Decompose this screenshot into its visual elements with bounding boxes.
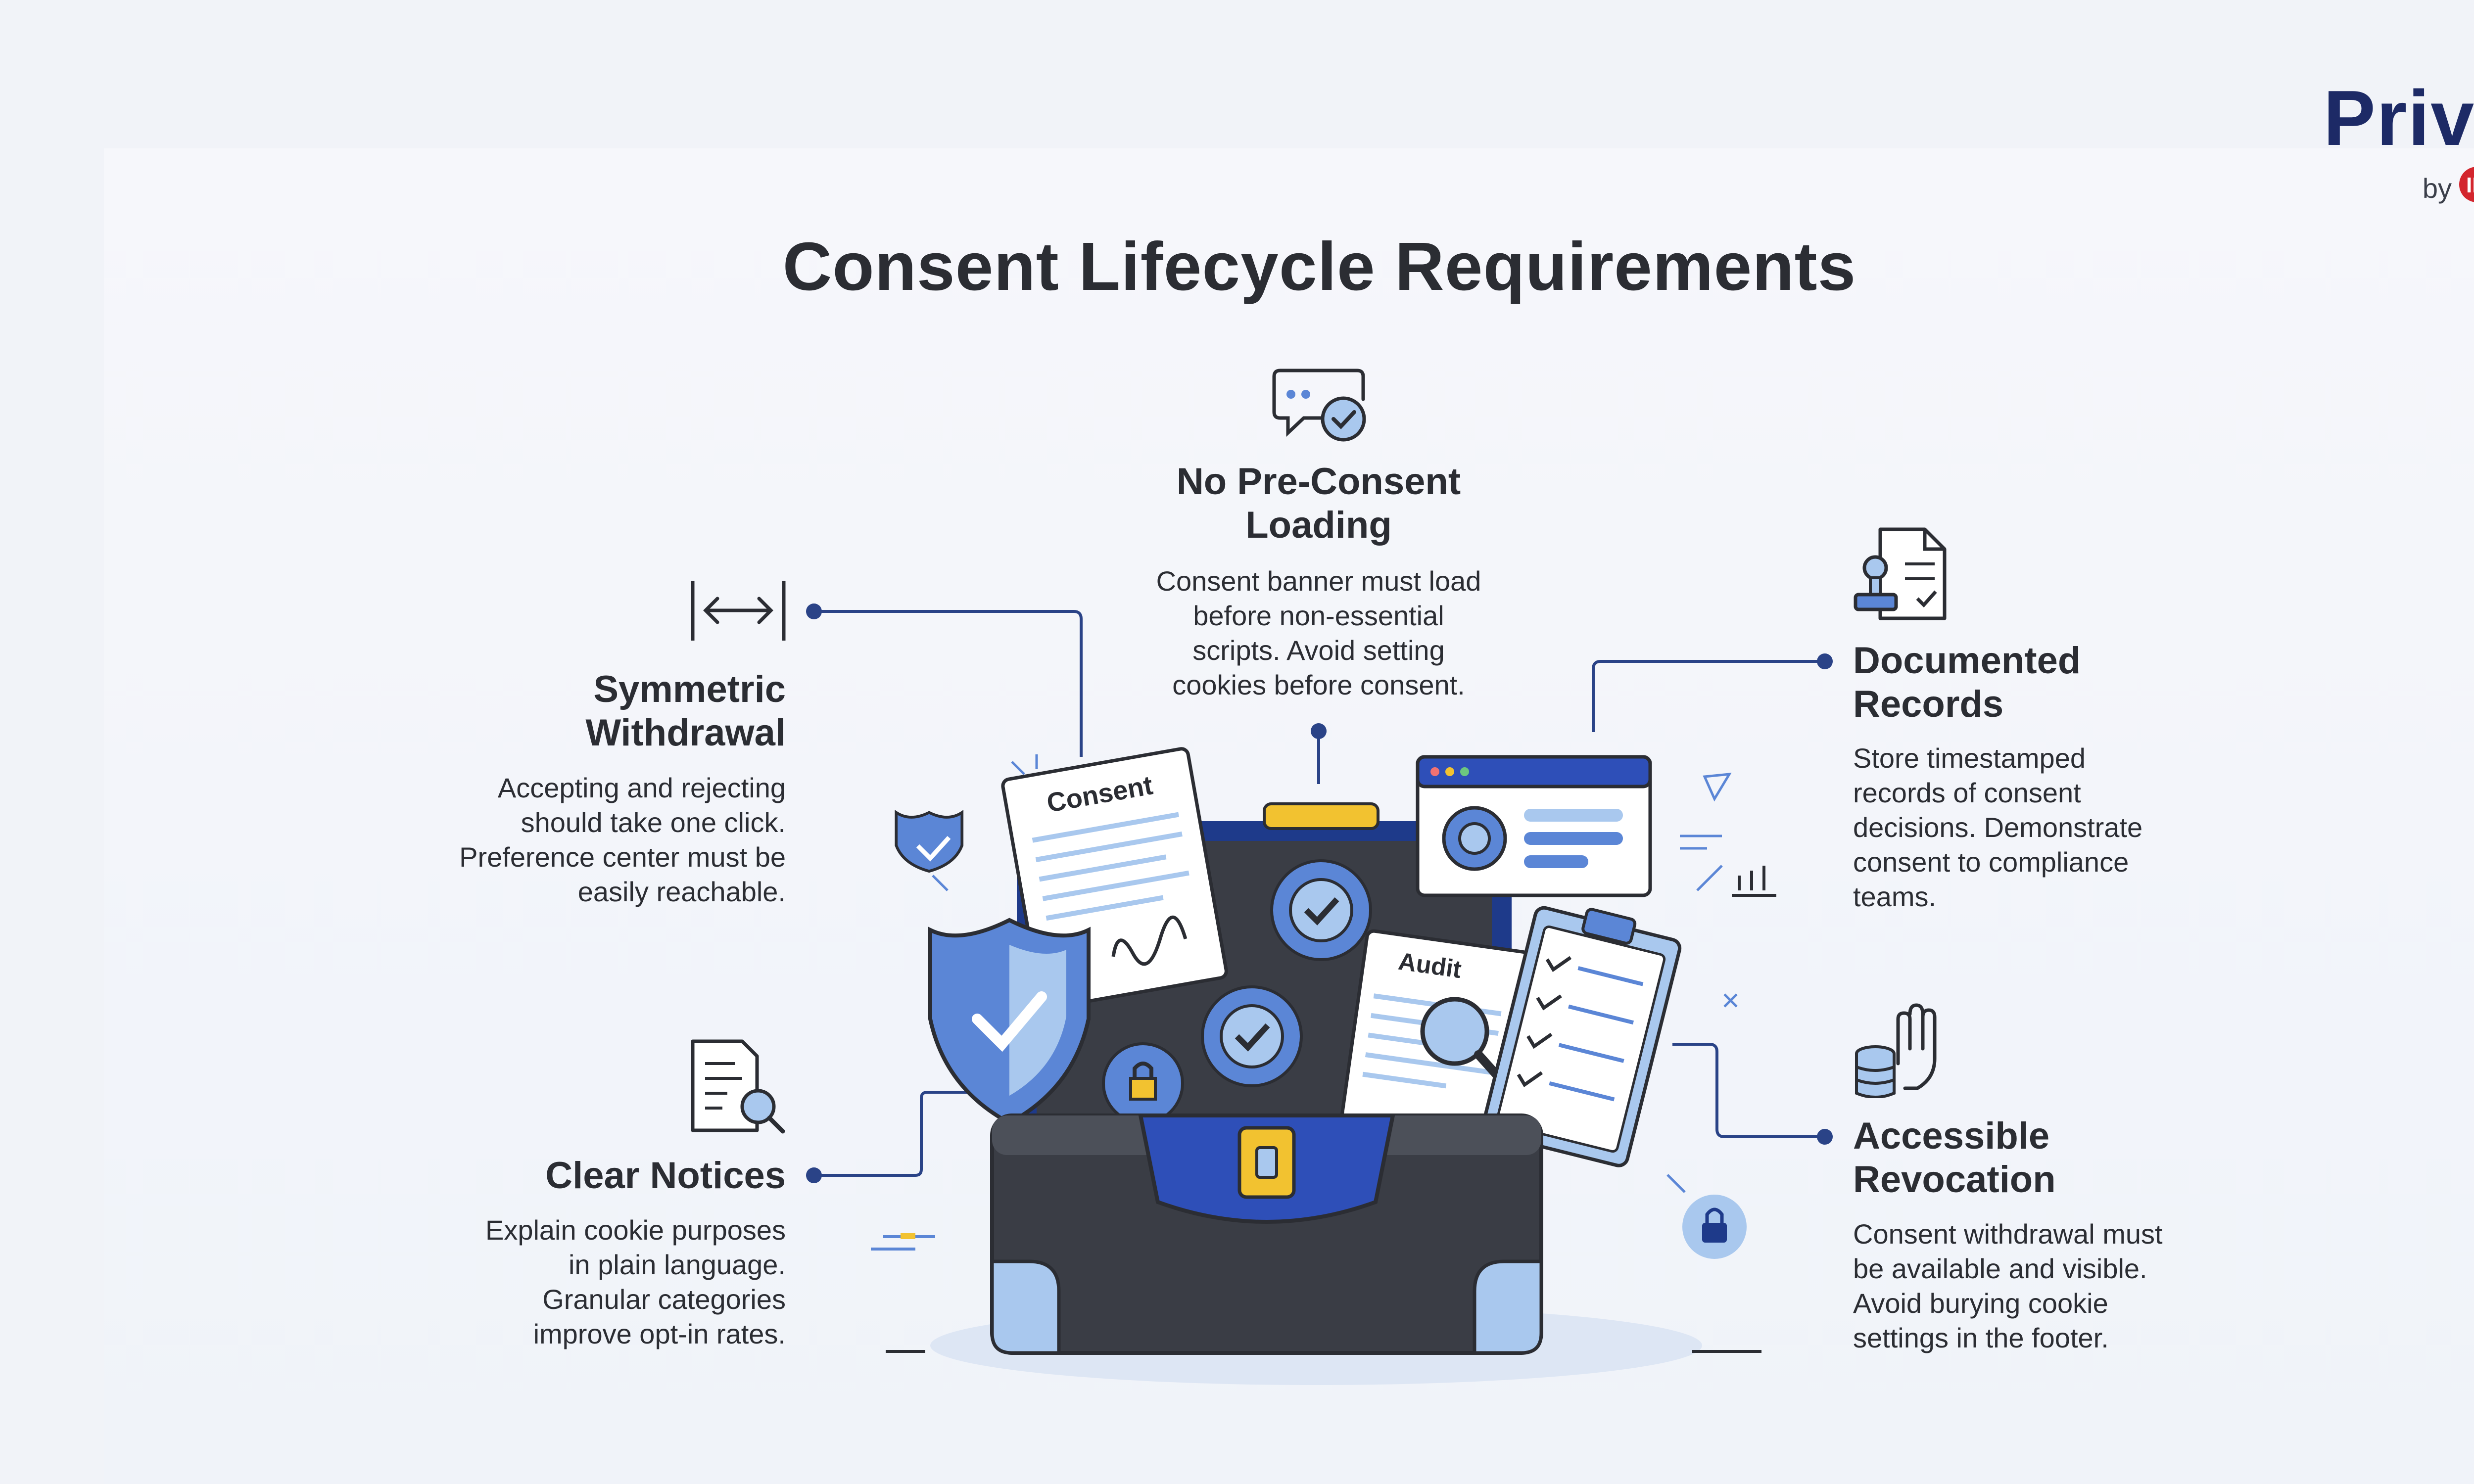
desc-line: improve opt-in rates.: [533, 1318, 786, 1349]
item-desc-symmetric-withdrawal: Accepting and rejecting should take one …: [346, 771, 786, 909]
gear-icon: [1102, 1042, 1184, 1124]
desc-line: records of consent: [1853, 777, 2081, 808]
desc-line: Preference center must be: [459, 841, 786, 873]
item-desc-documented-records: Store timestamped records of consent dec…: [1853, 741, 2298, 914]
brand-by-text: by: [2422, 173, 2452, 204]
desc-line: easily reachable.: [577, 876, 786, 907]
item-title-no-pre-consent-loading: No Pre-Consent Loading: [1071, 460, 1566, 547]
desc-line: Explain cookie purposes: [485, 1214, 786, 1246]
desc-line: Store timestamped: [1853, 742, 2086, 774]
item-title-symmetric-withdrawal: Symmetric Withdrawal: [346, 668, 786, 755]
gear-icon: [1201, 985, 1303, 1087]
desc-line: Consent withdrawal must: [1853, 1218, 2163, 1250]
title-line: Revocation: [1853, 1159, 2056, 1201]
title-line: Loading: [1245, 504, 1392, 546]
desc-line: settings in the footer.: [1853, 1322, 2109, 1353]
desc-line: be available and visible.: [1853, 1253, 2147, 1284]
svg-text:ID: ID: [2466, 173, 2474, 197]
desc-line: Consent banner must load: [1156, 565, 1481, 597]
browser-window: [1416, 755, 1652, 897]
item-title-clear-notices: Clear Notices: [346, 1154, 786, 1198]
desc-line: Avoid burying cookie: [1853, 1288, 2108, 1319]
title-line: Documented: [1853, 640, 2081, 682]
clipboard-checklist: [1481, 906, 1682, 1167]
desc-line: Accepting and rejecting: [497, 772, 786, 803]
shield-badge-icon: [895, 810, 964, 873]
hand-database-icon: [1855, 1003, 1937, 1098]
item-title-accessible-revocation: Accessible Revocation: [1853, 1114, 2298, 1202]
idfy-logo-icon: ID fy: [2459, 167, 2474, 202]
double-arrow-icon: [691, 581, 786, 641]
desc-line: decisions. Demonstrate: [1853, 812, 2143, 843]
desc-line: before non-essential: [1193, 600, 1444, 631]
lock-badge-icon: [1682, 1195, 1747, 1259]
chat-check-icon: [1272, 369, 1366, 442]
title-line: Records: [1853, 683, 2004, 725]
brand-logo: Privy ™ by ID fy: [2323, 74, 2474, 213]
item-desc-no-pre-consent-loading: Consent banner must load before non-esse…: [1071, 564, 1566, 702]
shield-icon: [928, 918, 1091, 1125]
title-line: Symmetric: [593, 668, 786, 710]
item-desc-accessible-revocation: Consent withdrawal must be available and…: [1853, 1217, 2298, 1355]
desc-line: cookies before consent.: [1172, 669, 1465, 700]
document-stamp-icon: [1854, 527, 1947, 620]
page-title: Consent Lifecycle Requirements: [782, 229, 1856, 305]
desc-line: consent to compliance: [1853, 846, 2129, 878]
brand-name: Privy: [2323, 75, 2474, 162]
item-desc-clear-notices: Explain cookie purposes in plain languag…: [346, 1213, 786, 1351]
gear-icon: [1270, 859, 1372, 961]
desc-line: in plain language.: [568, 1249, 786, 1280]
desc-line: should take one click.: [521, 807, 786, 838]
title-line: Accessible: [1853, 1115, 2050, 1157]
document-search-icon: [691, 1039, 785, 1134]
title-line: Clear Notices: [545, 1155, 786, 1197]
desc-line: scripts. Avoid setting: [1192, 635, 1445, 666]
item-title-documented-records: Documented Records: [1853, 639, 2298, 726]
title-line: No Pre-Consent: [1176, 461, 1461, 503]
consent-chest-illustration: Consent Audit: [871, 747, 1776, 1385]
desc-line: teams.: [1853, 881, 1937, 912]
desc-line: Granular categories: [542, 1284, 786, 1315]
title-line: Withdrawal: [585, 712, 786, 754]
